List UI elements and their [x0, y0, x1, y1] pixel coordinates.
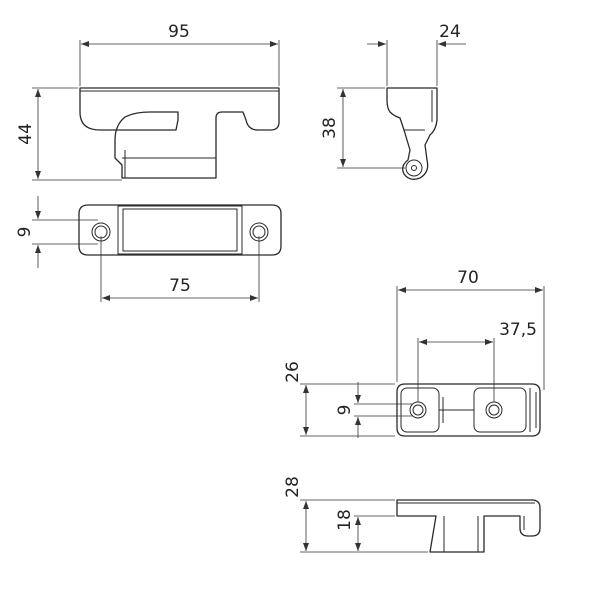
dimension-label-hole-offset-x: 37,5	[499, 320, 537, 340]
plate-side-view: 28 18	[283, 476, 541, 553]
plate-hole-right-inner	[488, 404, 500, 416]
dimension-label-width: 24	[439, 22, 461, 42]
dimension-label-hole-offset-y: 9	[335, 405, 355, 416]
dimension-label-height: 28	[283, 476, 303, 498]
hinge-bottom-recess-inner	[122, 208, 238, 252]
hinge-side-view: 24 38	[320, 22, 466, 180]
dimension-label-width: 95	[168, 22, 190, 42]
plate-side-outline	[396, 499, 541, 553]
plate-hole-left-inner	[412, 404, 424, 416]
dimension-label-height: 44	[16, 123, 36, 145]
hinge-front-outline	[79, 87, 280, 179]
dimension-label-height: 38	[320, 117, 340, 139]
dimension-label-height: 26	[283, 361, 303, 383]
hinge-front-view: 95 44	[16, 22, 280, 181]
hinge-bottom-view: 9 75	[15, 196, 282, 302]
dimension-label-inner-height: 18	[335, 509, 355, 531]
dimension-label-overall: 70	[457, 268, 479, 288]
hinge-bottom-recess	[117, 205, 243, 255]
hinge-pin-outer	[405, 159, 423, 177]
dimension-label-hole-spacing: 75	[169, 276, 191, 296]
hinge-side-outline	[386, 87, 438, 180]
hinge-bottom-outline	[78, 204, 282, 256]
dimension-label-hole-offset: 9	[15, 227, 35, 238]
hinge-pin-hole	[411, 165, 417, 171]
plate-top-view: 70 37,5 26 9	[283, 268, 545, 438]
